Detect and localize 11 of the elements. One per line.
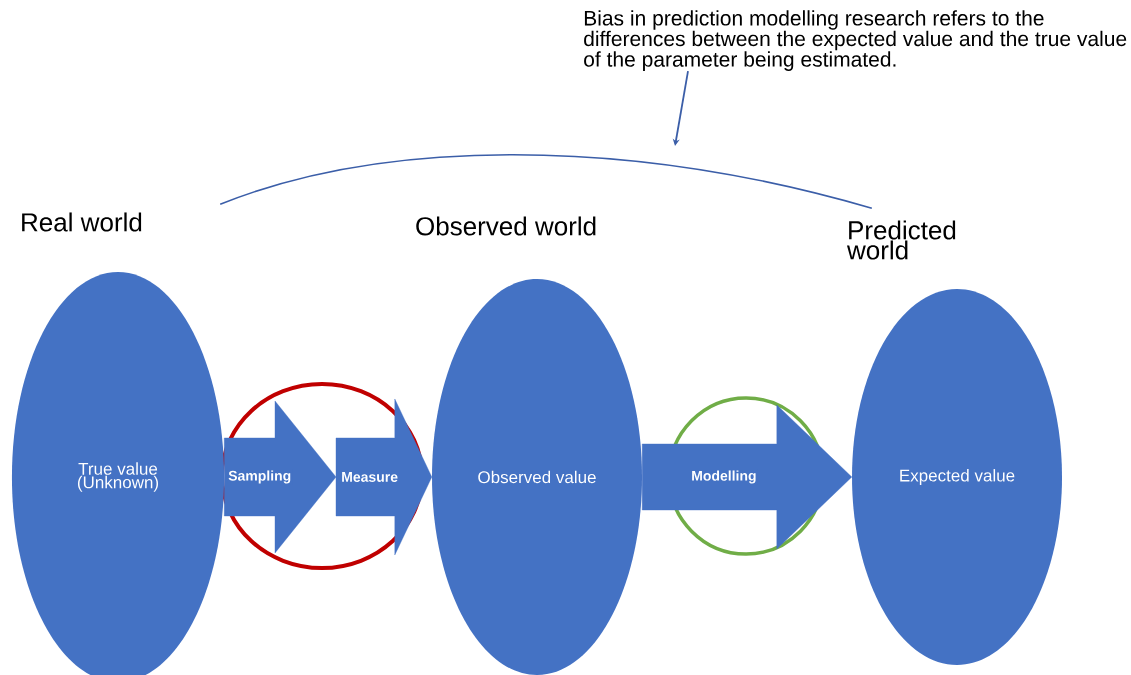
arrow-label: Sampling [227,469,293,485]
block-arrow [335,398,432,556]
world-heading: Predicted world [847,220,956,260]
bias-curve [219,153,873,209]
block-arrow [642,404,852,550]
block-arrow [224,400,337,554]
note-text: Bias in prediction modelling research refers to the differences between the expected value and the true value of the parameter being estimated. [584,10,1127,71]
arrow-label: Modelling [690,469,758,485]
world-heading: Real world [22,212,142,232]
world-heading: Observed world [416,216,596,236]
arrow-label: Measure [340,471,399,483]
